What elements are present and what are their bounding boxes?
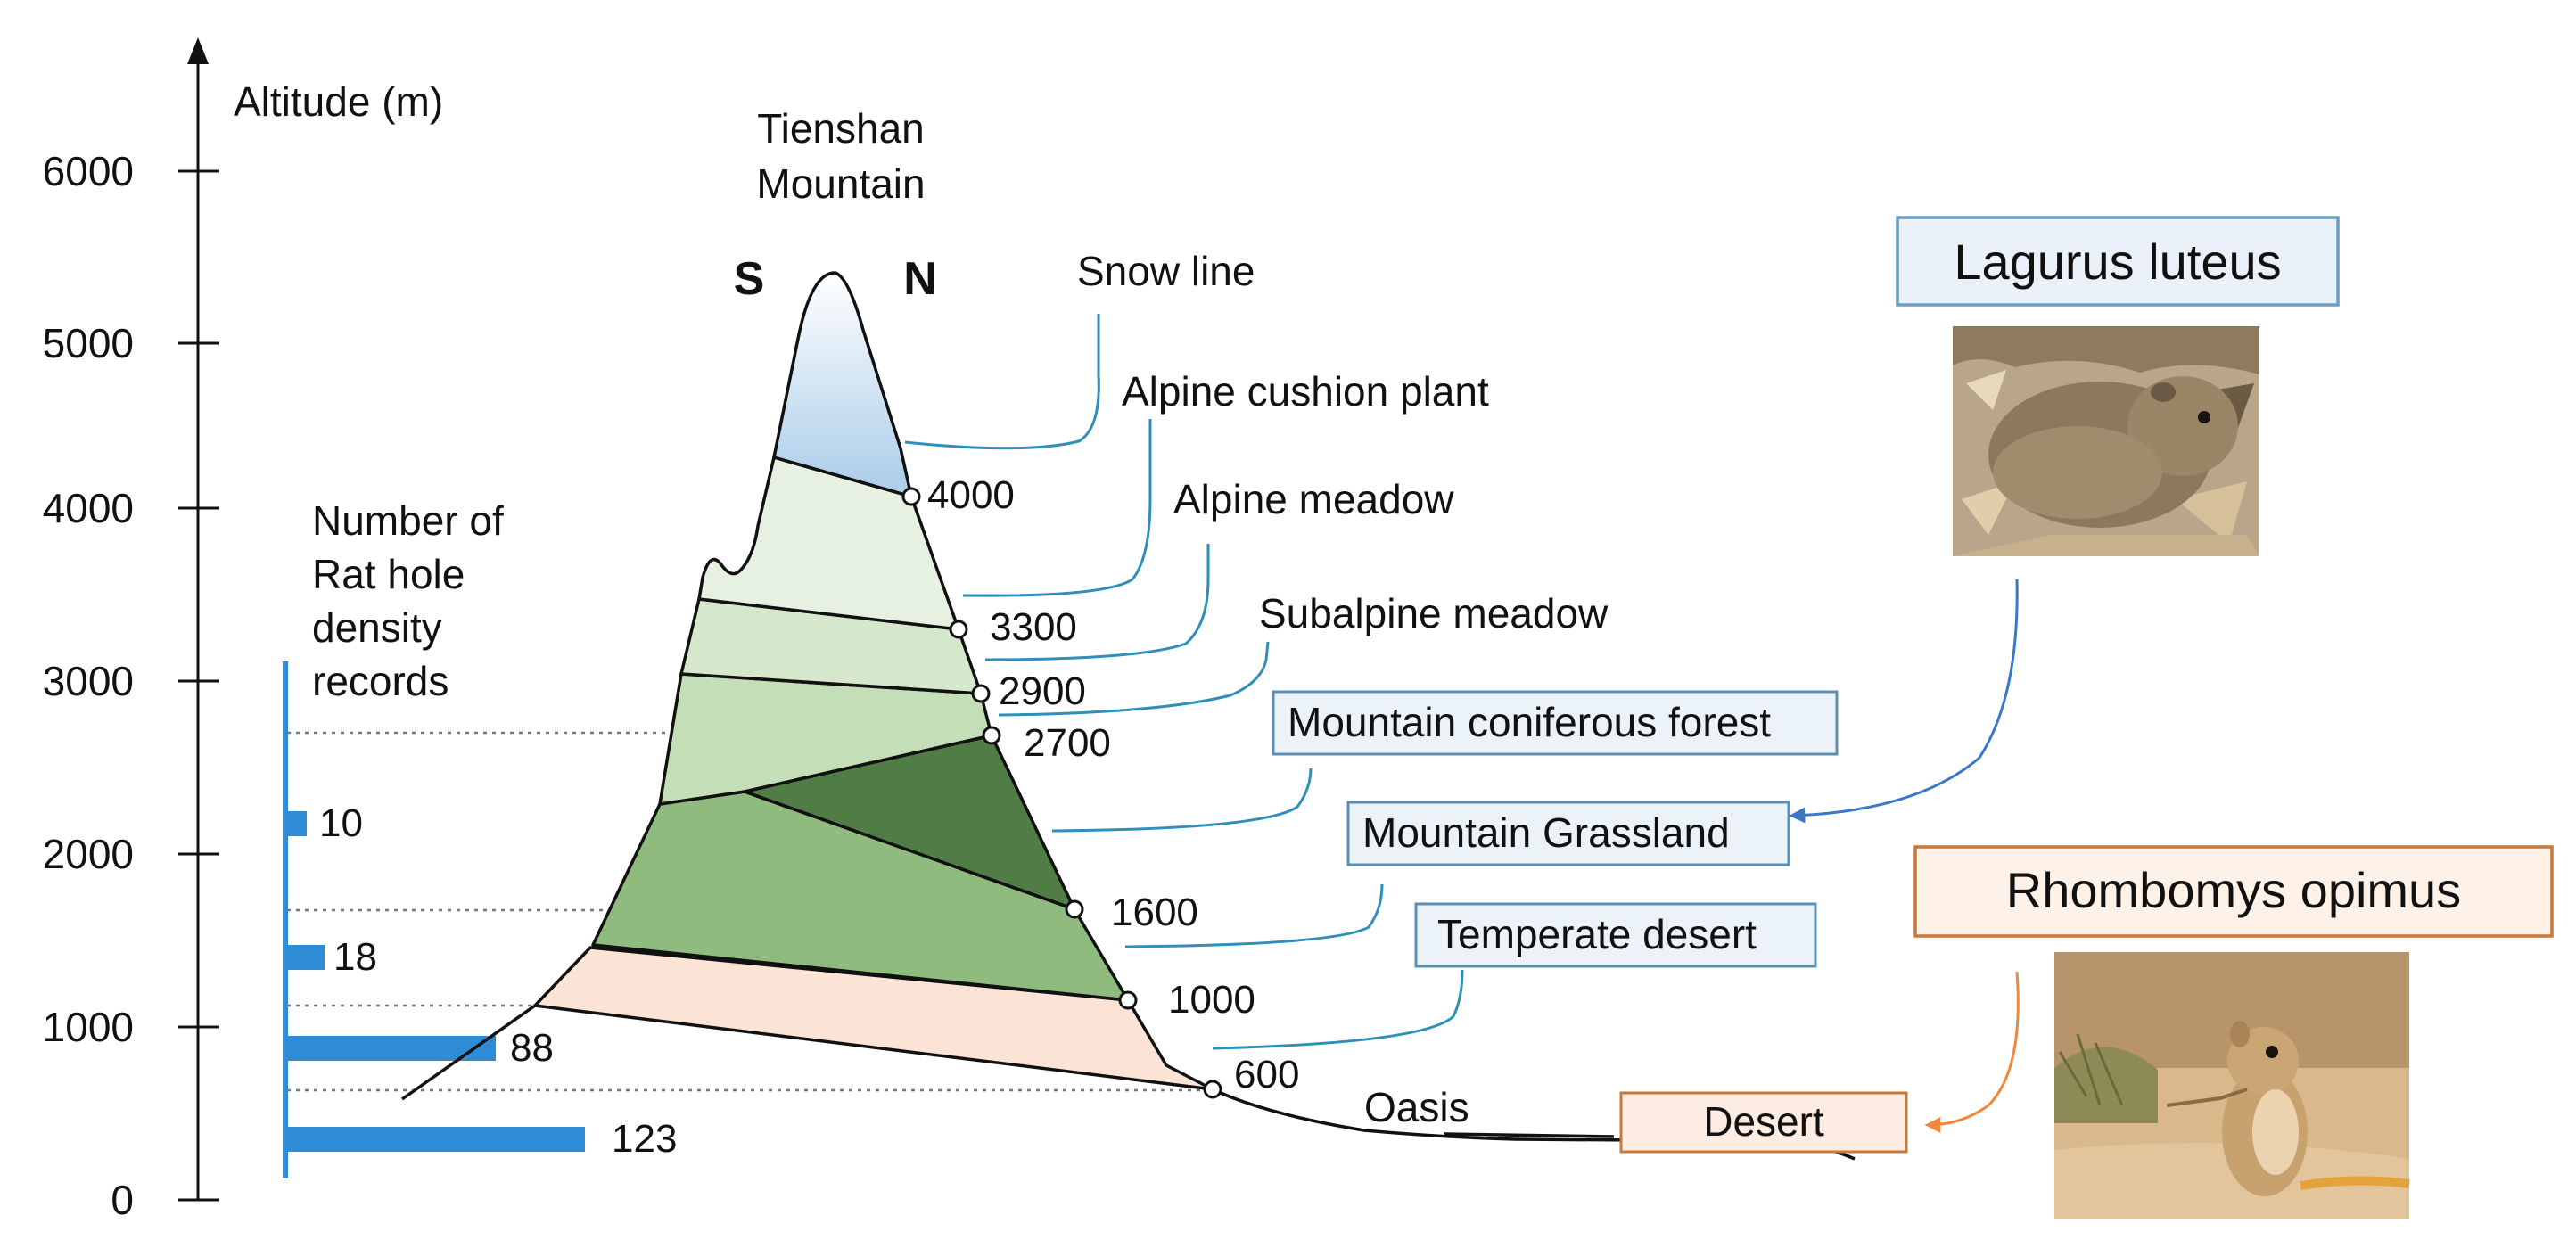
zone-label-desert: Desert (1703, 1098, 1824, 1145)
lagurus-arrow (1789, 579, 2019, 824)
svg-text:6000: 6000 (43, 148, 134, 194)
south-foot-line (400, 1004, 537, 1101)
leader-alpine-cushion (962, 419, 1152, 597)
svg-text:1000: 1000 (43, 1004, 134, 1050)
marker-label-2700: 2700 (1024, 721, 1111, 765)
zone-alpine-cushion (697, 456, 960, 631)
records-bar-label: 10 (319, 801, 363, 845)
marker-4000 (901, 487, 921, 506)
records-bar (285, 1127, 585, 1152)
axis-tick-5000: 5000 (43, 320, 219, 366)
zone-label-alpine-cushion: Alpine cushion plant (1122, 368, 1489, 415)
south-label: S (734, 253, 765, 305)
marker-2900 (971, 684, 991, 703)
records-title-line-3: density (312, 604, 442, 651)
records-title-line-4: records (312, 658, 449, 704)
axis-title: Altitude (m) (234, 78, 443, 125)
zone-label-subalpine-meadow: Subalpine meadow (1259, 590, 1609, 636)
records-bar-label: 123 (612, 1117, 677, 1161)
species-rhombomys: Rhombomys opimus (1913, 845, 2554, 1219)
records-bar (285, 945, 325, 970)
svg-text:2000: 2000 (43, 831, 134, 877)
zone-box-temperate-desert: Temperate desert (1414, 902, 1817, 968)
marker-600 (1203, 1080, 1222, 1099)
zone-label-snow-line: Snow line (1077, 248, 1255, 294)
marker-label-3300: 3300 (990, 605, 1077, 649)
zone-box-desert: Desert (1619, 1091, 1908, 1154)
marker-label-4000: 4000 (927, 473, 1015, 517)
leader-coniferous (1051, 768, 1313, 833)
species-lagurus: Lagurus luteus (1896, 216, 2340, 556)
marker-label-600: 600 (1234, 1053, 1299, 1096)
axis-tick-4000: 4000 (43, 485, 219, 531)
axis-tick-0: 0 (111, 1177, 219, 1223)
leader-grassland (1124, 883, 1384, 948)
altitude-markers (901, 487, 1222, 1099)
records-title-line-2: Rat hole (312, 551, 465, 597)
leader-snow-line (904, 314, 1100, 450)
rat-hole-records: Number of Rat hole density records 10 18… (283, 497, 677, 1178)
svg-text:5000: 5000 (43, 320, 134, 366)
records-bar (285, 811, 307, 836)
marker-1600 (1065, 899, 1084, 919)
species-label-box (1913, 845, 2554, 938)
marker-label-1600: 1600 (1111, 891, 1198, 934)
species-label-box (1896, 216, 2340, 307)
zone-leaders (904, 314, 1464, 1050)
records-bar-label: 18 (333, 935, 377, 979)
altitude-marker-labels: 4000 3300 2900 2700 1600 1000 600 (927, 473, 1299, 1096)
marker-1000 (1118, 990, 1138, 1010)
svg-text:3000: 3000 (43, 658, 134, 704)
marker-3300 (949, 620, 968, 639)
zone-label-alpine-meadow: Alpine meadow (1173, 476, 1454, 522)
rhombomys-arrow (1924, 971, 2020, 1133)
svg-text:4000: 4000 (43, 485, 134, 531)
axis-tick-3000: 3000 (43, 658, 219, 704)
marker-label-1000: 1000 (1168, 978, 1255, 1022)
zone-label-oasis: Oasis (1364, 1084, 1469, 1130)
zone-label-grassland: Mountain Grassland (1362, 809, 1730, 856)
marker-2700 (982, 726, 1001, 745)
marker-label-2900: 2900 (999, 669, 1086, 713)
species-name: Rhombomys opimus (2006, 862, 2461, 918)
lagurus-photo (1953, 326, 2259, 556)
axis-tick-2000: 2000 (43, 831, 219, 877)
zone-box-coniferous: Mountain coniferous forest (1272, 690, 1839, 756)
axis-tick-1000: 1000 (43, 1004, 219, 1050)
zone-label-coniferous-forest: Mountain coniferous forest (1288, 699, 1771, 745)
leader-subalpine (998, 641, 1270, 717)
zone-snow (772, 271, 913, 498)
records-bar-label: 88 (510, 1026, 554, 1070)
zone-label-temperate-desert: Temperate desert (1437, 911, 1757, 957)
records-title-line-1: Number of (312, 497, 504, 544)
svg-text:0: 0 (111, 1177, 134, 1223)
oasis-line (1444, 1132, 1615, 1138)
leader-alpine-meadow (984, 544, 1210, 661)
rhombomys-photo (2054, 952, 2410, 1219)
mountain-title-line-1: Tienshan (757, 105, 925, 152)
axis-tick-6000: 6000 (43, 148, 219, 194)
species-name: Lagurus luteus (1954, 234, 2281, 290)
zone-box-grassland: Mountain Grassland (1346, 801, 1790, 866)
altitude-axis: Altitude (m) 0 1000 2000 3000 4000 5000 … (43, 37, 443, 1223)
leader-temperate-desert (1212, 969, 1464, 1050)
north-label: N (903, 253, 937, 305)
mountain-title-line-2: Mountain (756, 160, 925, 207)
mountain (400, 271, 1856, 1161)
axis-arrow-icon (187, 37, 209, 64)
